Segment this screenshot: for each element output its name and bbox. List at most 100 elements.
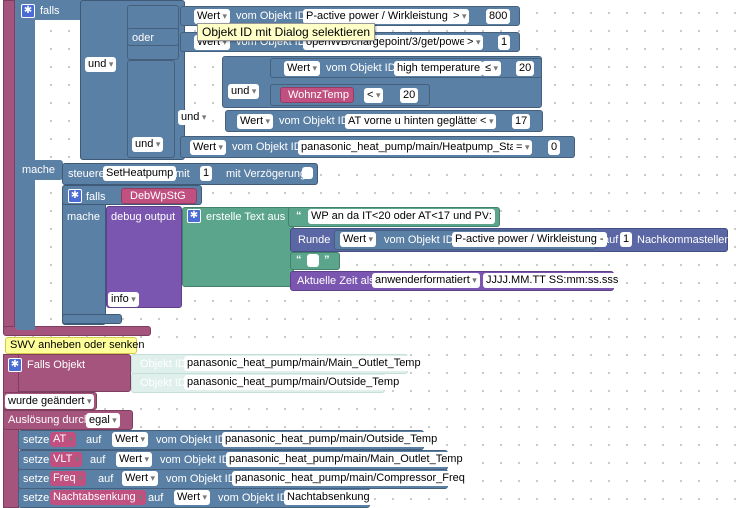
set-label: setze — [23, 454, 50, 466]
set-label: setze — [23, 492, 50, 504]
operator-dropdown[interactable]: < — [477, 114, 497, 129]
gear-icon[interactable]: ✱ — [68, 189, 82, 203]
object-id-field[interactable]: panasonic_heat_pump/main/Heatpump_State — [298, 140, 528, 155]
gear-icon[interactable]: ✱ — [8, 358, 22, 372]
trigger-object-id-2[interactable]: panasonic_heat_pump/main/Outside_Temp — [184, 375, 403, 390]
operator-dropdown[interactable]: > — [464, 35, 484, 50]
and-dropdown[interactable]: und — [132, 137, 164, 152]
variable-dropdown[interactable]: VLT — [50, 452, 83, 467]
object-id-field[interactable]: P-active power / Wirkleistung - — [452, 232, 607, 247]
if-mache-row — [15, 160, 63, 180]
object-id-field[interactable]: P-active power / Wirkleistung - — [303, 9, 458, 24]
variable-name[interactable]: WohnzTemp — [288, 89, 349, 101]
number-field[interactable]: 17 — [512, 114, 531, 129]
number-field[interactable]: 0 — [548, 140, 561, 155]
and-dropdown[interactable]: und — [178, 110, 210, 125]
trigger-object-id-1[interactable]: panasonic_heat_pump/main/Main_Outlet_Tem… — [184, 356, 424, 371]
value-dropdown[interactable]: Wert — [122, 471, 159, 486]
object-id-field[interactable]: panasonic_heat_pump/main/Compressor_Freq — [232, 471, 468, 486]
or-header — [127, 28, 179, 46]
value-dropdown[interactable]: Wert — [116, 452, 153, 467]
variable-dropdown[interactable]: AT — [50, 432, 77, 447]
variable-block[interactable] — [280, 87, 354, 103]
from-object-label: vom Objekt ID — [166, 473, 236, 485]
operator-dropdown[interactable]: = — [513, 140, 533, 155]
with-label: mit — [175, 168, 190, 180]
number-field[interactable]: 20 — [516, 61, 535, 76]
value-dropdown[interactable]: Wert — [112, 432, 149, 447]
trigger-block[interactable] — [3, 354, 131, 392]
event-block-frame[interactable] — [3, 0, 15, 334]
operator-dropdown[interactable]: < — [364, 88, 384, 103]
empty-text-field[interactable] — [307, 254, 319, 267]
inner-mache-label: mache — [67, 211, 101, 223]
delay-label: mit Verzögerung — [226, 168, 307, 180]
variable-block[interactable] — [121, 188, 197, 204]
quote-close-icon: ” — [324, 254, 330, 266]
to-label: auf — [86, 434, 102, 446]
and-dropdown[interactable]: und — [85, 57, 117, 72]
from-object-label: vom Objekt ID — [160, 454, 230, 466]
object-id-field[interactable]: AT vorne u hinten geglättet — [345, 114, 483, 129]
control-target-field[interactable]: SetHeatpump — [103, 166, 177, 181]
to-label: auf — [90, 454, 106, 466]
quote-open-icon: “ — [296, 254, 302, 266]
trigger-by-dropdown[interactable]: egal — [86, 413, 120, 428]
operator-dropdown[interactable]: ≤ — [482, 61, 502, 76]
comment-text: SWV anheben oder senken — [10, 339, 145, 351]
trigger-type-dropdown[interactable]: wurde geändert — [5, 394, 95, 409]
round-to-label: auf — [603, 234, 619, 246]
quote-open-icon: “ — [296, 210, 302, 222]
from-object-label: vom Objekt ID — [232, 141, 302, 153]
inner-if-block[interactable] — [62, 185, 106, 325]
variable-name[interactable]: DebWpStG — [130, 190, 186, 202]
text-join-label: erstelle Text aus — [206, 211, 286, 223]
value-dropdown[interactable]: Wert — [237, 114, 274, 129]
to-label: auf — [148, 492, 164, 504]
debug-label: debug output — [111, 211, 176, 223]
time-pattern-field[interactable]: JJJJ.MM.TT SS:mm:ss.sss — [483, 273, 622, 288]
object-id-field[interactable]: panasonic_heat_pump/main/Main_Outlet_Tem… — [226, 452, 466, 467]
quote-close-icon: ” — [485, 210, 491, 222]
object-id-field[interactable]: panasonic_heat_pump/main/Outside_Temp — [222, 432, 441, 447]
decimal-digits-field[interactable]: 1 — [620, 232, 633, 247]
value-dropdown[interactable]: Wert — [174, 490, 211, 505]
gear-icon[interactable]: ✱ — [187, 209, 201, 223]
control-value-field[interactable]: 1 — [200, 166, 213, 181]
number-field[interactable]: 800 — [486, 9, 511, 24]
and-dropdown[interactable]: und — [228, 84, 260, 99]
variable-dropdown[interactable]: Freq — [50, 471, 86, 486]
debug-output-block[interactable] — [106, 206, 182, 308]
comment-block[interactable] — [5, 337, 137, 354]
time-format-dropdown[interactable]: anwenderformatiert — [372, 273, 480, 288]
object-id-field[interactable]: high temperature — [394, 61, 484, 76]
number-field[interactable]: 20 — [400, 88, 419, 103]
tooltip: Objekt ID mit Dialog selektieren — [197, 23, 376, 41]
value-dropdown[interactable]: Wert — [190, 140, 227, 155]
event-block-footer — [3, 326, 151, 336]
number-field[interactable]: 1 — [498, 35, 511, 50]
log-level-dropdown[interactable]: info — [108, 292, 139, 307]
gear-icon[interactable]: ✱ — [21, 4, 35, 18]
value-dropdown[interactable]: Wert — [284, 61, 321, 76]
trigger-label: Falls Objekt — [27, 359, 86, 371]
text-literal-field[interactable]: WP an da IT<20 oder AT<17 und PV: — [308, 209, 495, 224]
from-object-label: vom Objekt ID — [156, 434, 226, 446]
from-object-label: vom Objekt ID — [384, 234, 454, 246]
if-label: falls — [40, 5, 60, 17]
value-dropdown[interactable]: Wert — [340, 232, 377, 247]
object-id-label: Objekt ID — [140, 358, 186, 370]
operator-dropdown[interactable]: > — [450, 9, 470, 24]
delay-checkbox[interactable] — [302, 167, 313, 179]
inner-if-label: falls — [86, 191, 106, 203]
round-label: Runde — [298, 234, 331, 246]
variable-dropdown[interactable]: Nachtabsenkung — [50, 490, 146, 505]
or-label: oder — [132, 32, 155, 44]
object-id-field[interactable]: Nachtabsenkung — [284, 490, 373, 505]
trigger-block-side — [3, 354, 19, 508]
from-object-label: vom Objekt ID — [236, 10, 306, 22]
control-label: steuere — [68, 168, 105, 180]
inner-if-footer — [62, 314, 122, 324]
from-object-label: vom Objekt ID — [326, 62, 396, 74]
value-dropdown[interactable]: Wert — [194, 9, 231, 24]
